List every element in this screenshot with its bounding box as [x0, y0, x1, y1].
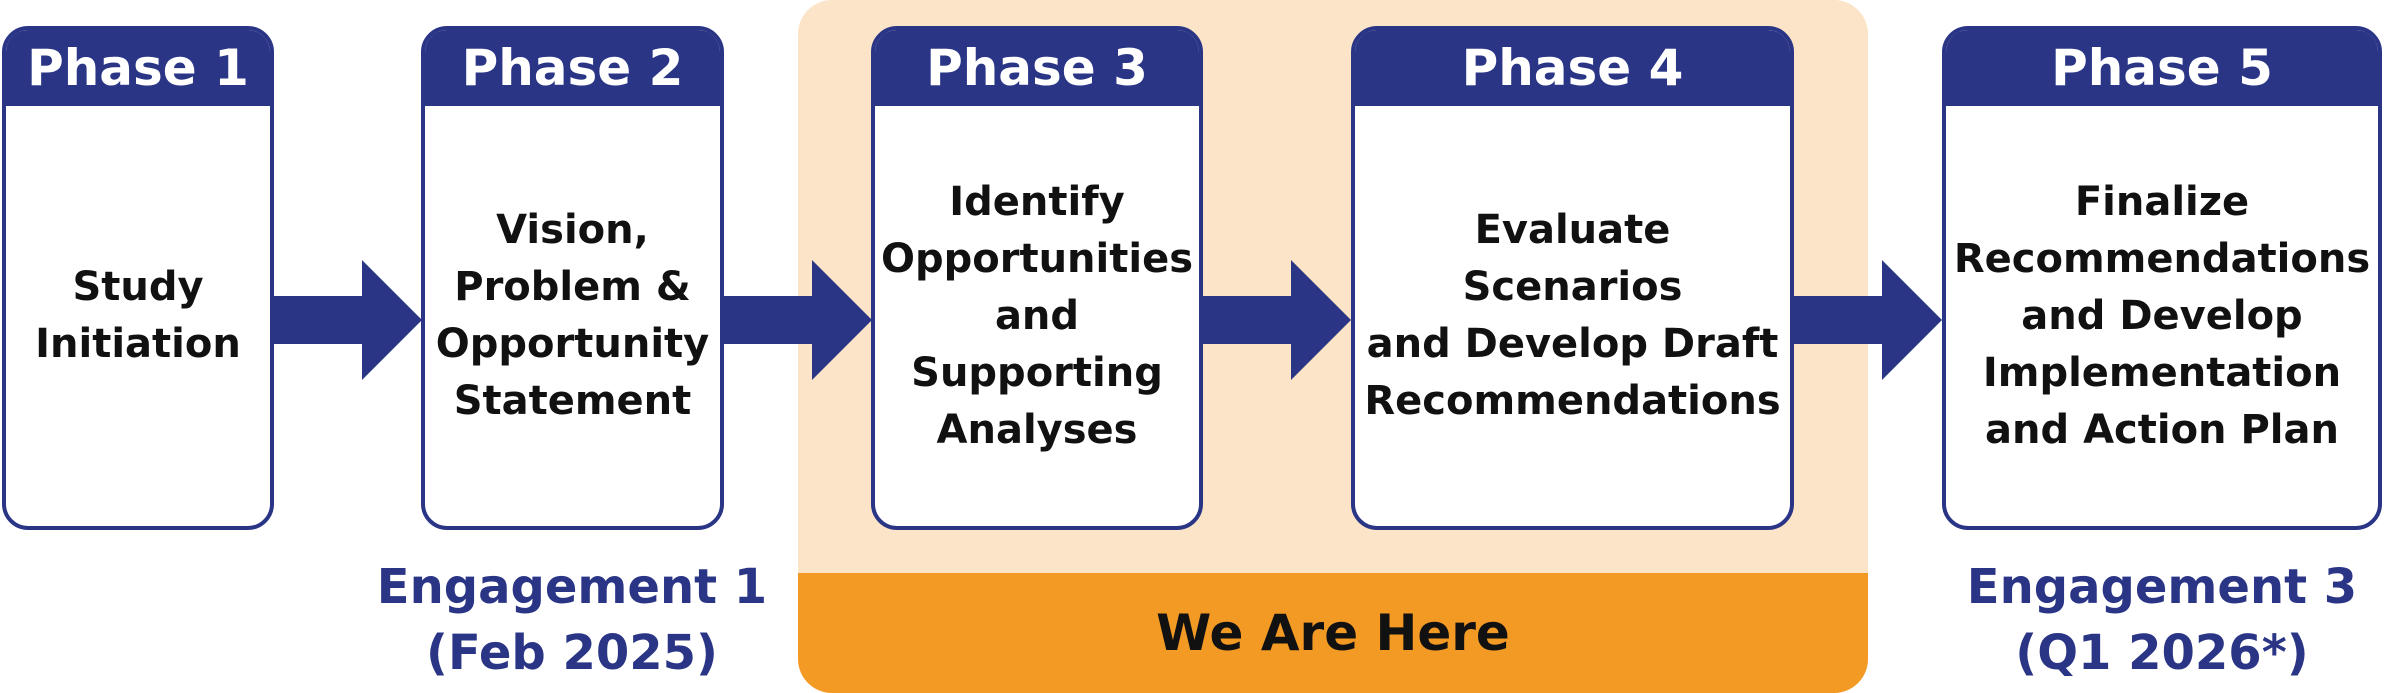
phase-2-title: Phase 2	[425, 30, 720, 106]
we-are-here-banner: We Are Here	[798, 573, 1868, 693]
engagement-3-label: Engagement 3 (Q1 2026*)	[1942, 554, 2382, 686]
arrow-right-icon	[722, 260, 872, 380]
phase-2-box: Phase 2 Vision, Problem & Opportunity St…	[421, 26, 724, 530]
phase-3-title: Phase 3	[875, 30, 1199, 106]
phase-5-description: Finalize Recommendations and Develop Imp…	[1953, 178, 2371, 453]
engagement-3-date: (Q1 2026*)	[2015, 625, 2309, 681]
arrow-right-icon	[1201, 260, 1351, 380]
phase-5-title: Phase 5	[1946, 30, 2378, 106]
arrow-right-icon	[1792, 260, 1942, 380]
phase-1-box: Phase 1 Study Initiation	[2, 26, 274, 530]
phase-4-box: Phase 4 Evaluate Scenarios and Develop D…	[1351, 26, 1794, 530]
phase-1-description: Study Initiation	[35, 264, 241, 367]
engagement-1-name: Engagement 1	[376, 559, 768, 615]
phase-1-title: Phase 1	[6, 30, 270, 106]
phase-5-box: Phase 5 Finalize Recommendations and Dev…	[1942, 26, 2382, 530]
engagement-3-name: Engagement 3	[1966, 559, 2358, 615]
phase-4-title: Phase 4	[1355, 30, 1790, 106]
phase-2-description: Vision, Problem & Opportunity Statement	[435, 207, 710, 424]
phase-3-box: Phase 3 Identify Opportunities and Suppo…	[871, 26, 1203, 530]
engagement-1-label: Engagement 1 (Feb 2025)	[372, 554, 772, 686]
engagement-1-date: (Feb 2025)	[426, 625, 718, 681]
phase-4-description: Evaluate Scenarios and Develop Draft Rec…	[1364, 207, 1781, 424]
arrow-right-icon	[272, 260, 422, 380]
phase-3-description: Identify Opportunities and Supporting An…	[880, 178, 1194, 453]
